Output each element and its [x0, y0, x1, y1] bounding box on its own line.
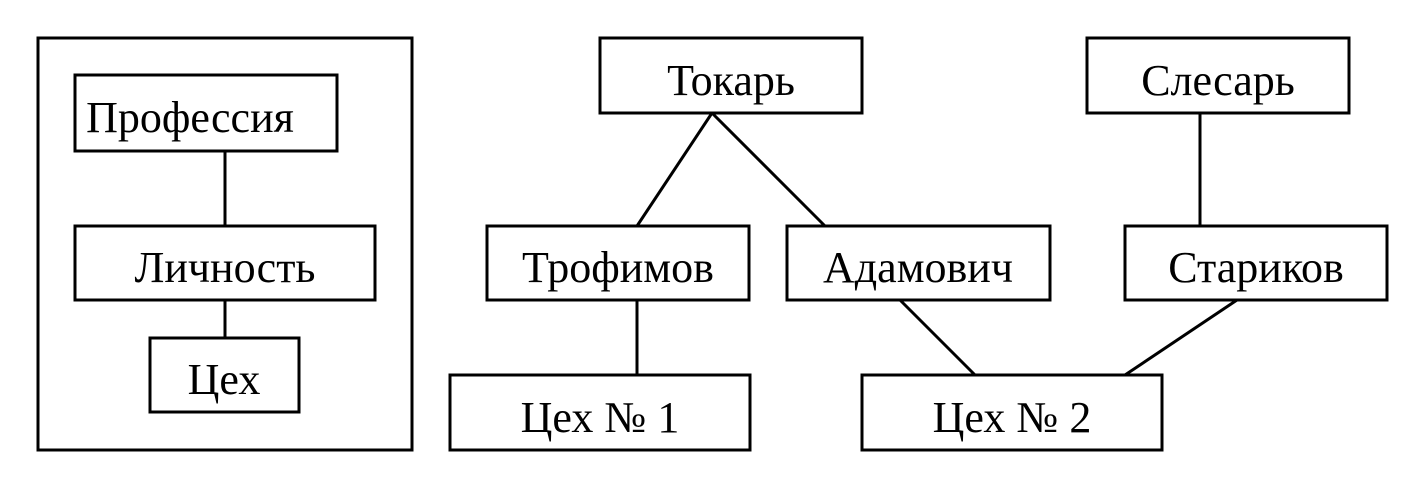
- schema-node-profession-label: Профессия: [86, 93, 294, 142]
- node-tokar-box: [598, 36, 864, 115]
- node-tokar: Токарь: [598, 36, 864, 115]
- node-slesar: Слесарь: [1085, 36, 1351, 115]
- edge-tokar-trofimov: [635, 112, 714, 227]
- schema-node-workshop-box: [148, 336, 301, 414]
- node-ceh2: Цех № 2: [860, 373, 1164, 452]
- edge-adamovich-ceh2: [898, 298, 977, 377]
- node-ceh1: Цех № 1: [448, 373, 752, 452]
- schema-node-person-box: [73, 224, 377, 302]
- node-starikov: Стариков: [1123, 224, 1389, 302]
- schema-node-person: Личность: [73, 224, 377, 302]
- node-slesar-label: Слесарь: [1141, 56, 1295, 105]
- node-trofimov-label: Трофимов: [522, 243, 714, 292]
- node-trofimov: Трофимов: [485, 224, 751, 302]
- schema-node-workshop: Цех: [148, 336, 301, 414]
- node-starikov-box: [1123, 224, 1389, 302]
- schema-frame: [36, 36, 414, 452]
- node-trofimov-box: [485, 224, 751, 302]
- node-starikov-label: Стариков: [1168, 243, 1344, 292]
- instance-edges: [635, 111, 1238, 377]
- node-ceh2-label: Цех № 2: [933, 393, 1092, 442]
- node-adamovich: Адамович: [785, 224, 1052, 302]
- edge-tokar-adamovich: [710, 111, 827, 228]
- node-adamovich-box: [785, 224, 1052, 302]
- node-ceh1-box: [448, 373, 752, 452]
- node-ceh2-box: [860, 373, 1164, 452]
- node-ceh1-label: Цех № 1: [521, 393, 680, 442]
- node-tokar-label: Токарь: [667, 56, 795, 105]
- schema-node-profession-box: [73, 73, 339, 153]
- schema-node-person-label: Личность: [135, 243, 316, 292]
- schema-panel: Профессия Личность Цех: [36, 36, 414, 452]
- schema-node-workshop-label: Цех: [188, 355, 261, 404]
- node-slesar-box: [1085, 36, 1351, 115]
- schema-node-profession: Профессия: [73, 73, 339, 153]
- edge-starikov-ceh2: [1124, 298, 1238, 377]
- node-adamovich-label: Адамович: [823, 243, 1013, 292]
